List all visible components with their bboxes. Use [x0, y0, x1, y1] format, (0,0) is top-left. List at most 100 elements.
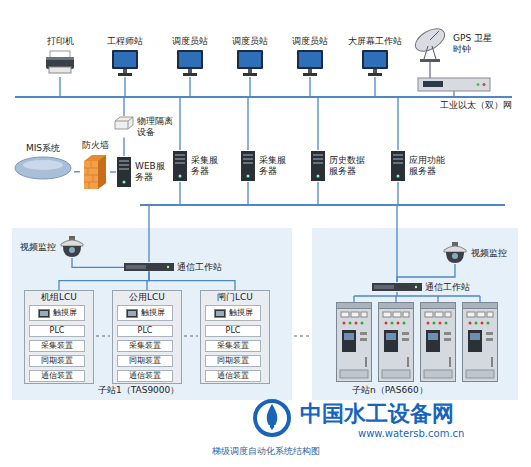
printer-icon	[43, 49, 77, 75]
network-link	[72, 258, 124, 267]
node-label: PLC	[50, 326, 65, 336]
node-label: 子站1（TAS9000）	[98, 385, 179, 396]
node-label: PLC	[226, 326, 241, 336]
node-label: PLC	[138, 326, 153, 336]
network-link	[397, 264, 455, 282]
node-label: 触摸屏	[229, 308, 253, 318]
node-label: MIS系统	[26, 143, 60, 154]
server-icon	[310, 150, 326, 182]
workstation: 调度员站	[280, 36, 340, 77]
monitor-icon	[295, 49, 325, 77]
firewall-icon	[82, 153, 108, 191]
node-label: GPS 卫星时钟	[453, 33, 497, 55]
watermark-text: 中国水工设备网	[300, 401, 454, 427]
workstation: 调度员站	[220, 36, 280, 77]
switch-cabinets	[337, 303, 498, 382]
cloud-icon	[14, 156, 72, 180]
server-icon	[240, 150, 256, 182]
node-label: 采集装置	[217, 341, 249, 351]
video-camera: 视频监控	[20, 236, 85, 258]
node-label: 采集装置	[41, 341, 73, 351]
gps-clock: GPS 卫星时钟	[410, 26, 497, 62]
lcu-module: 触摸屏	[29, 305, 85, 321]
node-label: 物理隔离设备	[137, 116, 175, 138]
lcu-cabinet: 闸门LCU触摸屏PLC采集装置同期装置通信装置	[200, 290, 270, 384]
node-label: 通信装置	[129, 371, 161, 381]
node-label: 调度员站	[172, 36, 208, 47]
camera-icon	[442, 242, 468, 264]
network-link	[110, 171, 116, 172]
substation-region: 子站1（TAS9000） 视频监控通信工作站机组LCU 触摸屏 PLC 采集装置同期装置…	[12, 228, 292, 400]
mis-cloud: MIS系统	[12, 143, 74, 180]
ethernet-bus	[15, 97, 512, 205]
node-label: 机组LCU	[25, 291, 93, 303]
lcu-module: 通信装置	[29, 370, 85, 382]
server: 采集服务器	[240, 150, 287, 182]
server-icon	[116, 156, 132, 188]
station-icon	[372, 283, 422, 291]
bus-drops	[60, 77, 480, 302]
node-label: 通信装置	[217, 371, 249, 381]
server: 应用功能服务器	[390, 150, 447, 182]
node-label: 视频监控	[20, 242, 56, 253]
node-label: 通信装置	[41, 371, 73, 381]
monitor-icon	[360, 49, 390, 77]
lcu-module: 同期装置	[205, 355, 261, 367]
lcu-module: PLC	[117, 325, 173, 337]
node-label: 调度员站	[232, 36, 268, 47]
video-camera: 视频监控	[442, 242, 507, 264]
camera-icon	[59, 236, 85, 258]
server: WEB服务器	[116, 156, 165, 188]
lcu-module: 通信装置	[205, 370, 261, 382]
network-link	[59, 271, 149, 290]
lcu-module: PLC	[29, 325, 85, 337]
node-label: 大屏幕工作站	[348, 36, 402, 47]
server-icon	[172, 150, 188, 182]
lcu-module: 采集装置	[117, 340, 173, 352]
node-label: 公用LCU	[113, 291, 181, 303]
scr-icon	[126, 309, 138, 318]
station-icon	[124, 263, 174, 271]
substation-region: 子站n（PAS660） 视频监控通信工作站	[312, 228, 518, 400]
server: 采集服务器	[172, 150, 219, 182]
network-link	[149, 271, 235, 290]
node-label: 打印机	[47, 36, 74, 47]
iso-icon	[114, 116, 134, 130]
node-label: 同期装置	[41, 356, 73, 366]
lcu-module: 采集装置	[29, 340, 85, 352]
diagram-caption: 梯级调度自动化系统结构图	[0, 446, 531, 457]
workstation: 工程师站	[95, 36, 155, 77]
node-label: 通信工作站	[425, 282, 470, 293]
node-label: 防火墙	[82, 140, 109, 151]
substation-panel	[12, 228, 292, 400]
lcu-cabinet: 机组LCU 触摸屏 PLC 采集装置同期装置通信装置	[24, 290, 94, 384]
monitor-icon	[175, 49, 205, 77]
firewall: 防火墙	[80, 140, 110, 191]
lcu-module: 采集装置	[205, 340, 261, 352]
network-label: 工业以太（双）网	[440, 100, 512, 111]
watermark-url: www.watersb.com.cn	[358, 428, 464, 440]
lcu-module: 触摸屏	[117, 305, 173, 321]
lcu-module: PLC	[205, 325, 261, 337]
lcu-module: 通信装置	[117, 370, 173, 382]
node-label: 子站n（PAS660）	[352, 385, 428, 396]
scr-icon	[38, 309, 50, 318]
scr-icon	[214, 309, 226, 318]
watermark-logo	[255, 401, 289, 435]
node-label: 同期装置	[217, 356, 249, 366]
node-label: 工程师站	[107, 36, 143, 47]
network-link	[123, 138, 124, 156]
node-label: 调度员站	[292, 36, 328, 47]
comm-station: 通信工作站	[372, 282, 470, 293]
gps-clock-unit	[418, 62, 490, 91]
comm-station: 通信工作站	[124, 262, 222, 273]
workstation: 调度员站	[160, 36, 220, 77]
lcu-module: 同期装置	[29, 355, 85, 367]
node-label: 采集服务器	[259, 155, 287, 177]
network-link	[74, 171, 80, 172]
node-label: 触摸屏	[141, 308, 165, 318]
dish-icon	[410, 26, 450, 62]
node-label: 视频监控	[471, 248, 507, 259]
